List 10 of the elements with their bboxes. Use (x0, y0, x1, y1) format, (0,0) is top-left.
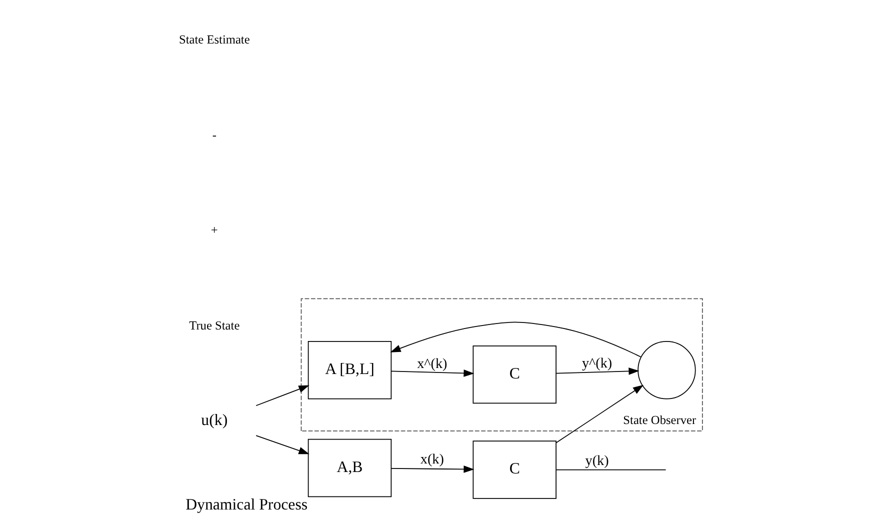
label: State Estimate (178, 32, 250, 47)
node-text: u(k) (201, 412, 228, 430)
edge-label: y(k) (585, 453, 609, 470)
edge-label: x^(k) (417, 356, 448, 372)
label: - (212, 128, 216, 142)
label: + (210, 223, 218, 238)
edge-label: y^(k) (582, 355, 612, 372)
label: True State (189, 318, 240, 332)
node-label: Dynamical Process (186, 496, 308, 514)
edge-label: x(k) (420, 451, 444, 468)
